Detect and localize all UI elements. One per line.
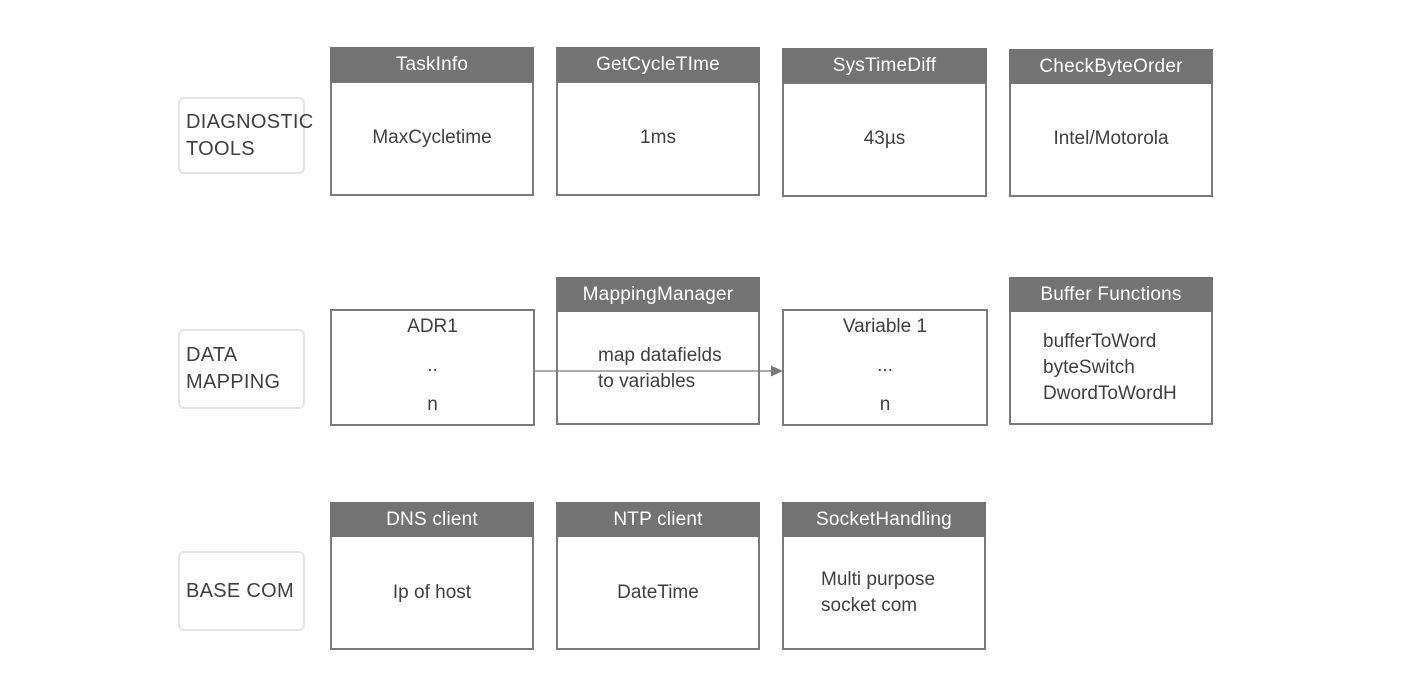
buffer-functions-body: bufferToWord byteSwitch DwordToWordH xyxy=(1009,312,1213,424)
systimediff-header: SysTimeDiff xyxy=(782,48,987,83)
target-variable-middle: ... xyxy=(877,355,893,376)
taskinfo-header: TaskInfo xyxy=(330,47,534,82)
row-label-data-mapping-text: DATA MAPPING xyxy=(186,344,281,393)
sockethandling-box xyxy=(782,535,986,650)
sockethandling-header: SocketHandling xyxy=(782,502,986,537)
systimediff-body-text: 43µs xyxy=(863,128,906,149)
ntp-client-box xyxy=(556,535,760,650)
getcycletime-body-text: 1ms xyxy=(640,127,676,148)
source-address-middle: .. xyxy=(427,355,438,376)
sockethandling-body-text: Multi purpose socket com xyxy=(821,569,936,616)
systimediff-box xyxy=(782,82,987,197)
sockethandling-body: Multi purpose socket com xyxy=(782,537,986,649)
mappingmanager-body-text: map datafields to variables xyxy=(598,345,722,392)
buffer-functions-header: Buffer Functions xyxy=(1009,277,1213,312)
dns-client-box xyxy=(330,535,534,650)
dns-client-body-text: Ip of host xyxy=(392,582,472,603)
row-label-base-com-text: BASE COM xyxy=(186,579,294,602)
mappingmanager-box xyxy=(556,310,760,425)
ntp-client-body: DateTime xyxy=(556,537,760,649)
row-label-data-mapping: DATA MAPPING xyxy=(178,329,305,409)
taskinfo-box xyxy=(330,81,534,196)
source-address-top: ADR1 xyxy=(407,316,458,337)
getcycletime-box xyxy=(556,81,760,196)
ntp-client-header: NTP client xyxy=(556,502,760,537)
getcycletime-body: 1ms xyxy=(556,82,760,194)
taskinfo-body-text: MaxCycletime xyxy=(372,127,492,148)
checkbyteorder-body-text: Intel/Motorola xyxy=(1053,128,1169,149)
row-label-diagnostic-tools-text: DIAGNOSTIC TOOLS xyxy=(186,110,314,160)
ntp-client-body-text: DateTime xyxy=(617,582,699,603)
mappingmanager-body: map datafields to variables xyxy=(556,312,760,426)
checkbyteorder-box xyxy=(1009,82,1213,197)
source-address-bottom: n xyxy=(427,394,438,415)
target-variable-box: Variable 1 ... n xyxy=(782,309,988,426)
getcycletime-header: GetCycleTIme xyxy=(556,47,760,82)
dns-client-body: Ip of host xyxy=(330,537,534,649)
checkbyteorder-header: CheckByteOrder xyxy=(1009,49,1213,84)
row-label-base-com: BASE COM xyxy=(178,551,305,631)
checkbyteorder-body: Intel/Motorola xyxy=(1009,83,1213,195)
buffer-functions-body-text: bufferToWord byteSwitch DwordToWordH xyxy=(1043,331,1177,404)
target-variable-top: Variable 1 xyxy=(842,316,928,337)
mappingmanager-header: MappingManager xyxy=(556,277,760,312)
dns-client-header: DNS client xyxy=(330,502,534,537)
row-label-diagnostic-tools: DIAGNOSTIC TOOLS xyxy=(178,97,313,174)
systimediff-body: 43µs xyxy=(782,83,987,195)
taskinfo-body: MaxCycletime xyxy=(330,82,534,194)
target-variable-bottom: n xyxy=(879,394,891,415)
source-address-box: ADR1 .. n xyxy=(330,309,535,426)
